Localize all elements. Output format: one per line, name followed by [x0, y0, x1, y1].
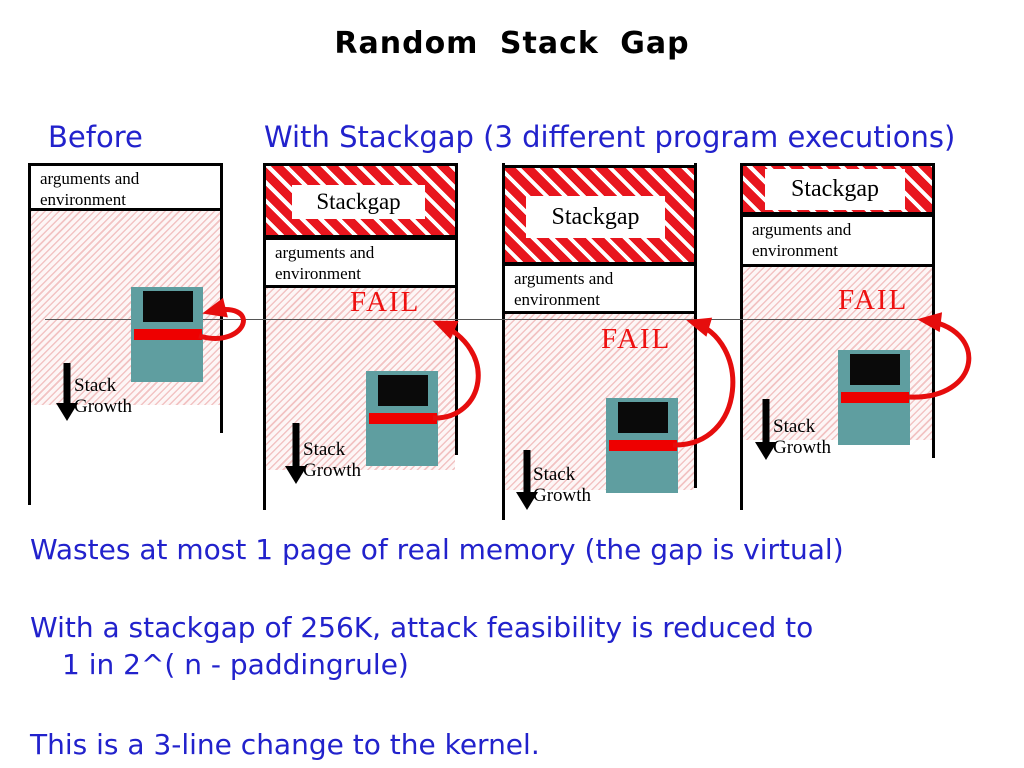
computer-screen: [618, 402, 668, 433]
computer-icon: [606, 398, 678, 493]
stack-growth-line2: Growth: [303, 460, 362, 481]
attack-target-address-line: [45, 319, 918, 320]
note-feasibility-1: With a stackgap of 256K, attack feasibil…: [30, 611, 814, 644]
column-left-border: [28, 163, 31, 505]
arguments-environment-box: arguments and environment: [502, 263, 697, 314]
note-feasibility-2: 1 in 2^( n - paddingrule): [62, 648, 409, 681]
computer-icon: [366, 371, 438, 466]
overwrite-bar: [841, 392, 909, 403]
stack-growth-label: Stack Growth: [303, 439, 361, 481]
arguments-environment-box: arguments and environment: [740, 214, 935, 267]
stackgap-label: Stackgap: [526, 196, 665, 238]
before-label: Before: [48, 120, 143, 154]
column-left-border: [740, 163, 743, 510]
arguments-environment-label: arguments and environment: [275, 243, 375, 284]
fail-label: FAIL: [838, 284, 909, 316]
stackgap-label: Stackgap: [292, 185, 425, 219]
column-left-border: [502, 163, 505, 520]
arguments-environment-box: arguments and environment: [263, 237, 458, 288]
overwrite-bar: [369, 413, 437, 424]
slide-title: Random Stack Gap: [334, 26, 690, 61]
stackgap-region: Stackgap: [263, 163, 458, 238]
stackgap-region: Stackgap: [740, 163, 935, 215]
stack-growth-label: Stack Growth: [74, 375, 132, 417]
computer-icon: [838, 350, 910, 445]
note-wastes: Wastes at most 1 page of real memory (th…: [30, 533, 844, 566]
stack-growth-label: Stack Growth: [533, 464, 591, 506]
arguments-environment-label: arguments and environment: [752, 220, 852, 261]
overwrite-bar: [609, 440, 677, 451]
column-right-border: [455, 163, 458, 455]
arguments-environment-label: arguments and environment: [40, 169, 140, 210]
arguments-environment-box: arguments and environment: [28, 163, 223, 211]
stack-growth-line2: Growth: [773, 437, 832, 458]
stack-growth-label: Stack Growth: [773, 416, 831, 458]
arguments-environment-label: arguments and environment: [514, 269, 614, 310]
computer-icon: [131, 287, 203, 382]
stack-growth-line1: Stack: [773, 416, 816, 437]
stack-growth-line1: Stack: [533, 464, 576, 485]
computer-screen: [143, 291, 193, 322]
fail-label: FAIL: [350, 286, 421, 318]
stackgap-label: Stackgap: [765, 169, 905, 210]
note-kernel-change: This is a 3-line change to the kernel.: [30, 728, 540, 761]
column-right-border: [932, 163, 935, 458]
with-stackgap-label: With Stackgap (3 different program execu…: [264, 120, 956, 154]
column-left-border: [263, 163, 266, 510]
computer-screen: [378, 375, 428, 406]
fail-label: FAIL: [601, 323, 672, 355]
stack-growth-line2: Growth: [533, 485, 592, 506]
stack-growth-line1: Stack: [303, 439, 346, 460]
stack-growth-line2: Growth: [74, 396, 133, 417]
overwrite-bar: [134, 329, 202, 340]
stackgap-region: Stackgap: [502, 165, 697, 265]
computer-screen: [850, 354, 900, 385]
stack-growth-line1: Stack: [74, 375, 117, 396]
